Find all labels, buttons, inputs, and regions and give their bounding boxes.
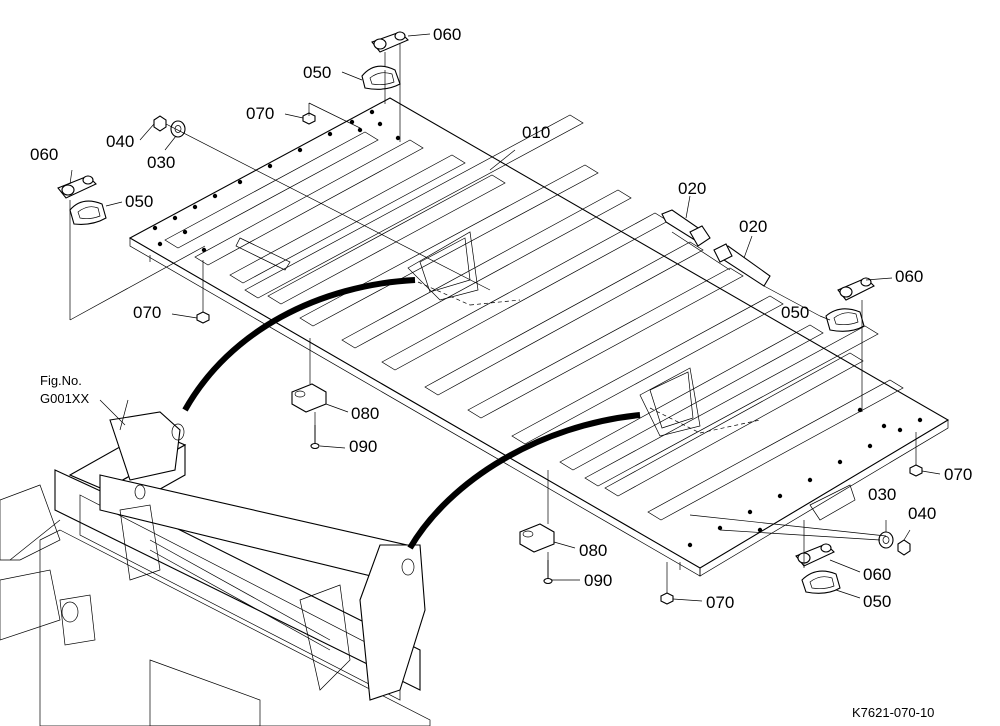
- callout-labels: 060 050 070 040 030 010 060 050 070 020 …: [30, 25, 972, 612]
- bracket-060-right: [837, 277, 875, 301]
- callout-060-right: 060: [895, 267, 923, 286]
- callout-030-bottom: 030: [868, 485, 896, 504]
- callout-050-bottom: 050: [863, 592, 891, 611]
- callout-080-lower: 080: [579, 541, 607, 560]
- reference-fig-no: Fig.No.: [40, 373, 82, 388]
- floor-panel: [128, 97, 950, 577]
- bolt-020-lower: [713, 243, 771, 287]
- callout-040-bottom: 040: [908, 504, 936, 523]
- bracket-060-top: [371, 31, 409, 70]
- chassis-frame: [0, 399, 431, 726]
- block-080-upper: [291, 383, 327, 413]
- callout-070-left: 070: [133, 303, 161, 322]
- bolt-020-upper: [661, 209, 711, 247]
- ring-050-left: [69, 200, 107, 225]
- ring-050-top: [361, 65, 401, 90]
- callout-070-top: 070: [246, 104, 274, 123]
- callout-050-right: 050: [781, 303, 809, 322]
- callout-090-upper: 090: [349, 437, 377, 456]
- callout-080-upper: 080: [351, 404, 379, 423]
- figure-reference: Fig.No. G001XX: [40, 373, 126, 426]
- ring-050-right: [825, 308, 865, 332]
- callout-020-lower: 020: [739, 217, 767, 236]
- reference-fig-code: G001XX: [40, 391, 89, 406]
- callout-060-left: 060: [30, 145, 58, 164]
- callout-060-top: 060: [433, 25, 461, 44]
- assembly-arrows: [182, 277, 641, 550]
- callout-060-bottom: 060: [863, 565, 891, 584]
- panel-edge-holes: [152, 109, 923, 548]
- callout-050-left: 050: [125, 192, 153, 211]
- leader-lines: [69, 33, 941, 602]
- callout-040-top: 040: [106, 132, 134, 151]
- callout-020-upper: 020: [678, 179, 706, 198]
- bracket-060-left: [57, 175, 97, 199]
- callout-070-right: 070: [944, 465, 972, 484]
- ring-050-bottom: [801, 570, 841, 594]
- callout-070-bottom: 070: [706, 593, 734, 612]
- block-080-lower: [519, 523, 555, 553]
- panel-ribs: [164, 114, 904, 521]
- bracket-060-bottom: [795, 543, 835, 567]
- nut-040-washer-030-top: [153, 115, 186, 138]
- drawing-id: K7621-070-10: [852, 705, 934, 720]
- callout-050-top: 050: [303, 63, 331, 82]
- bolt-090-parts: [310, 425, 553, 585]
- callout-030-top: 030: [147, 153, 175, 172]
- callout-010: 010: [522, 123, 550, 142]
- callout-090-lower: 090: [584, 571, 612, 590]
